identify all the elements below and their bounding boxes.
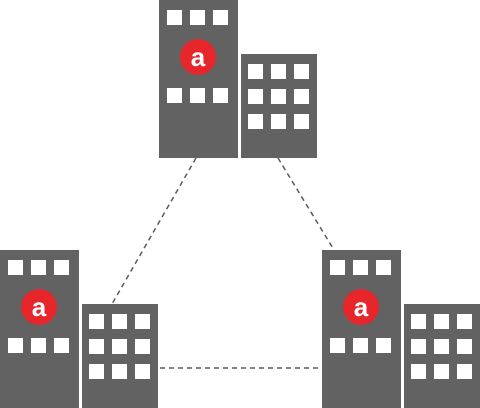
short-building-icon — [241, 54, 317, 158]
connector-top-to-bottom-right — [277, 157, 335, 251]
site-bottom-left: a — [0, 250, 158, 408]
company-logo-icon: a — [21, 289, 57, 325]
company-logo-icon: a — [343, 289, 379, 325]
logo-letter: a — [191, 42, 206, 72]
logo-letter: a — [354, 292, 369, 322]
connectors — [111, 157, 335, 369]
short-building-icon — [82, 304, 158, 408]
tall-building-icon — [0, 250, 79, 408]
tall-building-icon — [159, 0, 238, 158]
tall-building-icon — [322, 250, 401, 408]
connector-top-to-bottom-left — [111, 157, 197, 305]
short-building-icon — [404, 304, 480, 408]
site-top: a — [159, 0, 317, 158]
company-logo-icon: a — [180, 39, 216, 75]
site-bottom-right: a — [322, 250, 480, 408]
logo-letter: a — [32, 292, 47, 322]
